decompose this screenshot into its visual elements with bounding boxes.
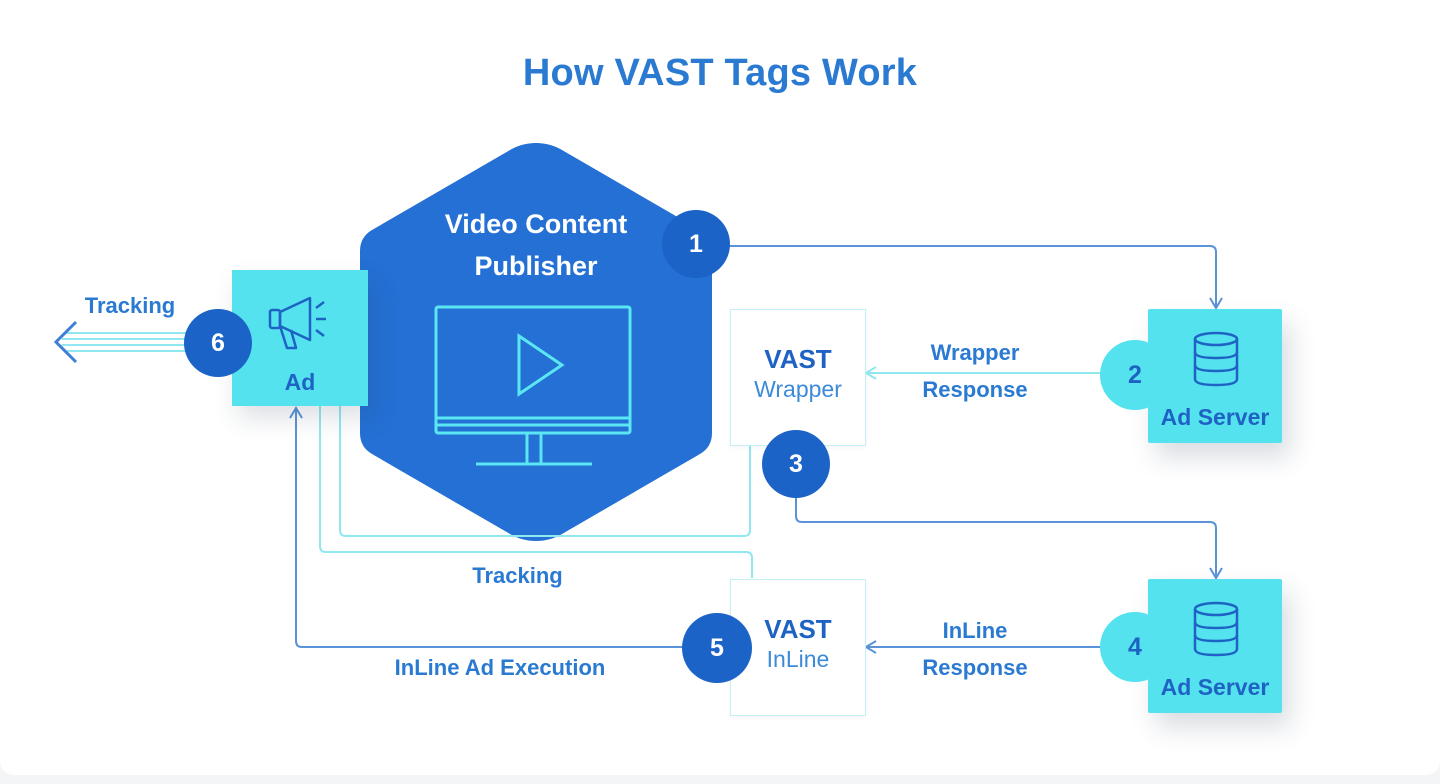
ad-server-box-1: Ad Server [1148,309,1282,443]
arrowhead-inline-response [864,640,877,654]
step-badge-4: 4 [1100,612,1170,682]
publisher-hexagon [360,143,712,541]
connector-inline-tracking [319,406,753,578]
ad-server-label-2: Ad Server [1160,674,1270,700]
arrowhead-step1 [1209,297,1223,310]
vast-inline-subtitle: InLine [766,646,830,672]
tracking-out-arrow [62,332,186,352]
inline-response-label: InLine Response [905,612,1045,686]
publisher-title-line2: Publisher [474,251,598,281]
connector-wrapper-tracking [339,406,751,537]
step-badge-6: 6 [184,309,252,377]
arrowhead-step3 [1209,567,1223,580]
inline-response-line1: InLine [942,618,1008,643]
vast-inline-title: VAST [764,614,832,644]
connector-step3-to-adserver [795,497,1217,576]
vast-wrapper-subtitle: Wrapper [754,376,842,402]
wrapper-response-line1: Wrapper [930,340,1020,365]
ad-label: Ad [284,369,316,395]
ad-server-label-1: Ad Server [1160,404,1270,430]
arrowhead-wrapper-response [864,366,877,380]
vast-inline-box: VAST InLine [730,579,866,716]
ad-server-box-2: Ad Server [1148,579,1282,713]
wrapper-response-label: Wrapper Response [905,334,1045,408]
tracking-bottom-label: Tracking [472,563,563,588]
connector-step1-to-adserver [720,245,1217,306]
publisher-title-line1: Video Content [444,209,628,239]
page-title: How VAST Tags Work [522,52,918,94]
step-badge-1: 1 [662,210,730,278]
vast-wrapper-box: VAST Wrapper [730,309,866,446]
megaphone-icon [268,296,326,350]
database-icon [1193,601,1239,657]
connector-inline-execution [295,410,686,648]
database-icon [1193,331,1239,387]
tracking-left-label: Tracking [84,293,176,318]
step-badge-5: 5 [682,613,752,683]
inline-ad-execution-label: InLine Ad Execution [394,655,606,680]
vast-wrapper-title: VAST [764,344,832,374]
step-badge-2: 2 [1100,340,1170,410]
inline-response-line2: Response [922,655,1028,680]
arrowhead-inline-execution [289,406,303,419]
ad-box: Ad [232,270,368,406]
monitor-play-icon [434,305,632,466]
arrowhead-tracking-out [53,320,78,364]
wrapper-response-line2: Response [922,377,1028,402]
step-badge-3: 3 [762,430,830,498]
